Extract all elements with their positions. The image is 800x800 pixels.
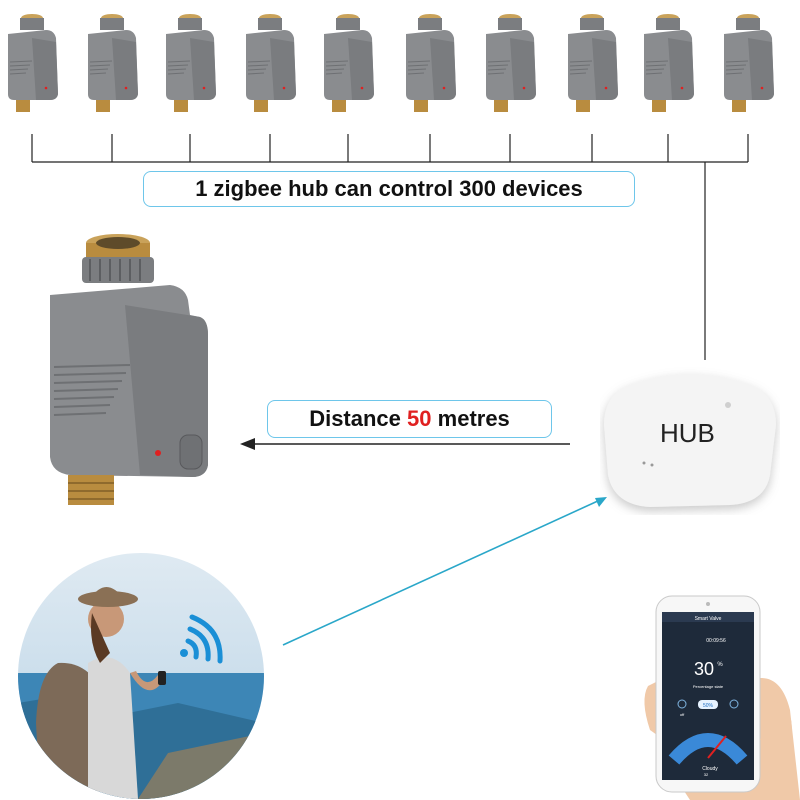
distance-caption: Distance 50 metres [267, 400, 552, 438]
app-off-label: off [680, 712, 685, 717]
distance-suffix: metres [437, 406, 510, 431]
zigbee-hub [604, 374, 776, 507]
app-weather-temp: 32 [704, 772, 709, 777]
water-valve-icon [480, 8, 540, 112]
app-weather: Cloudy [702, 766, 718, 772]
water-valve-icon [400, 8, 460, 112]
water-valve-icon [160, 8, 220, 112]
app-button[interactable]: 50% [703, 703, 714, 709]
water-valve-icon [318, 8, 378, 112]
hiker-photo [18, 553, 264, 799]
smartphone-app: Smart Valve 00:09:56 30 % Percentage sta… [644, 595, 800, 800]
water-valve-icon [638, 8, 698, 112]
water-valve-icon [718, 8, 778, 112]
app-unit: % [717, 662, 723, 668]
water-valve-icon [240, 8, 300, 112]
distance-prefix: Distance [309, 406, 401, 431]
wifi-icon [180, 614, 223, 664]
app-title: Smart Valve [695, 616, 722, 622]
hub-capacity-caption: 1 zigbee hub can control 300 devices [143, 171, 635, 207]
app-value: 30 [694, 659, 714, 679]
distance-value: 50 [407, 406, 432, 431]
app-state: Percentage state [693, 684, 724, 689]
water-valve-icon [82, 8, 142, 112]
app-timer: 00:09:56 [706, 638, 726, 644]
hub-label: HUB [660, 418, 715, 448]
hub-capacity-text: 1 zigbee hub can control 300 devices [195, 176, 583, 201]
water-valve-icon [562, 8, 622, 112]
water-valve-large [50, 234, 208, 505]
water-valve-icon [2, 8, 62, 112]
